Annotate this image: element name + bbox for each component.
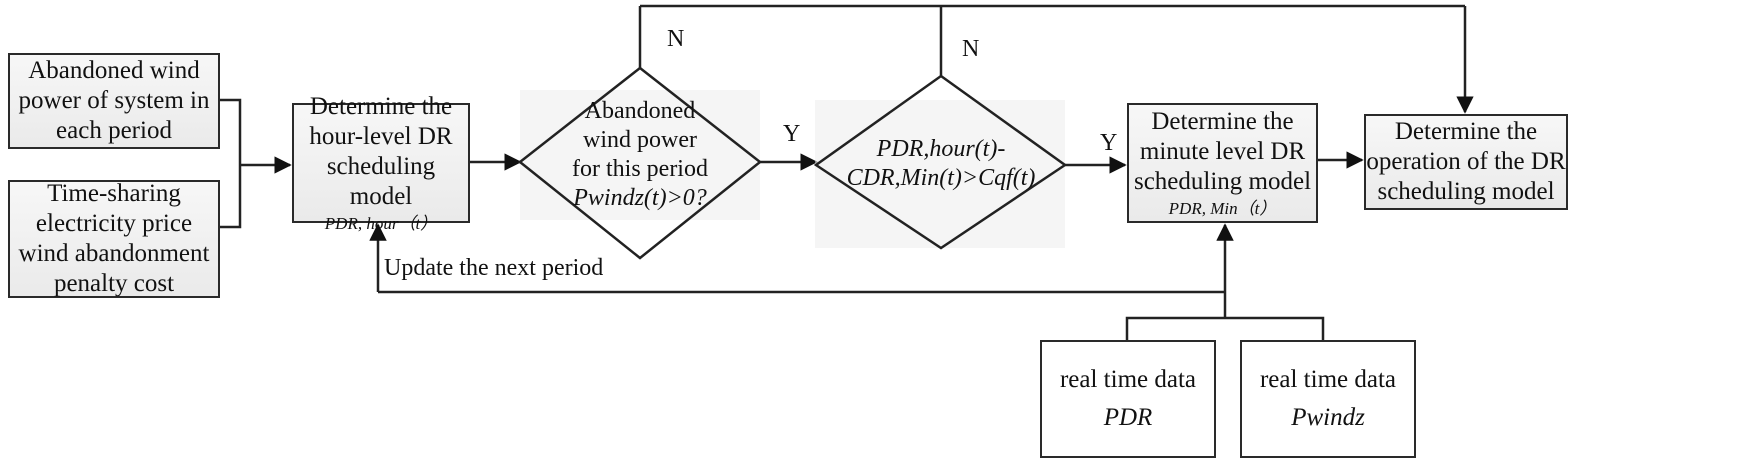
decision-1-line-3: for this period (572, 156, 708, 182)
decision-1-text: Abandoned wind power for this period Pwi… (540, 97, 740, 213)
operation-line-3: scheduling model (1377, 178, 1555, 205)
minute-model-line-3: scheduling model (1133, 168, 1312, 195)
price-line-3: wind abandonment (18, 240, 210, 267)
decision-1-line-1: Abandoned (584, 98, 696, 124)
abandoned-wind-line-3: each period (56, 117, 172, 144)
n-label-2: N (962, 36, 980, 62)
realtime-pdr-variable: PDR (1103, 404, 1153, 431)
hour-level-model-box: Determine the hour-level DR scheduling m… (292, 93, 470, 233)
hour-model-line-3: scheduling model (326, 153, 436, 210)
decision-2-line-2: CDR,Min(t)>Cqf(t) (846, 165, 1036, 191)
realtime-pdr-box: real time data PDR (1040, 340, 1216, 458)
hour-model-line-2: hour-level DR (309, 123, 453, 150)
minute-level-model-box: Determine the minute level DR scheduling… (1127, 103, 1318, 223)
price-line-4: penalty cost (53, 270, 175, 297)
decision-diamond-1 (517, 66, 763, 260)
realtime-pwindz-variable: Pwindz (1291, 404, 1365, 431)
realtime-pwindz-box: real time data Pwindz (1240, 340, 1416, 458)
abandoned-wind-line-2: power of system in (18, 87, 210, 114)
price-line-2: electricity price (35, 210, 193, 237)
operation-model-box: Determine the operation of the DR schedu… (1364, 114, 1568, 210)
minute-model-line-1: Determine the (1151, 108, 1294, 135)
decision-2-text: PDR,hour(t)- CDR,Min(t)>Cqf(t) (836, 135, 1046, 193)
decision-2-line-1: PDR,hour(t)- (876, 136, 1006, 162)
abandoned-wind-line-1: Abandoned wind (28, 57, 200, 84)
n-label-1: N (667, 26, 685, 52)
decision-diamond-2 (813, 74, 1068, 250)
electricity-price-box: Time-sharing electricity price wind aban… (8, 180, 220, 298)
input-merge-line (220, 98, 242, 229)
realtime-pwindz-label: real time data (1259, 366, 1397, 393)
decision-1-condition: Pwindz(t)>0? (573, 185, 707, 211)
abandoned-wind-power-box: Abandoned wind power of system in each p… (8, 53, 220, 149)
hour-model-line-1: Determine the (309, 93, 453, 120)
hour-model-variable: PDR, hour（t） (324, 214, 438, 233)
y-label-2: Y (1100, 130, 1118, 156)
decision-1-line-2: wind power (583, 127, 697, 153)
realtime-merge-line (1125, 316, 1325, 340)
minute-model-line-2: minute level DR (1139, 138, 1306, 165)
operation-line-1: Determine the (1394, 118, 1538, 145)
price-line-1: Time-sharing (47, 180, 181, 207)
operation-line-2: operation of the DR (1366, 148, 1566, 175)
y-label-1: Y (783, 121, 801, 147)
realtime-pdr-label: real time data (1059, 366, 1197, 393)
minute-model-variable: PDR, Min（t） (1168, 199, 1277, 218)
update-next-period-label: Update the next period (384, 255, 604, 281)
